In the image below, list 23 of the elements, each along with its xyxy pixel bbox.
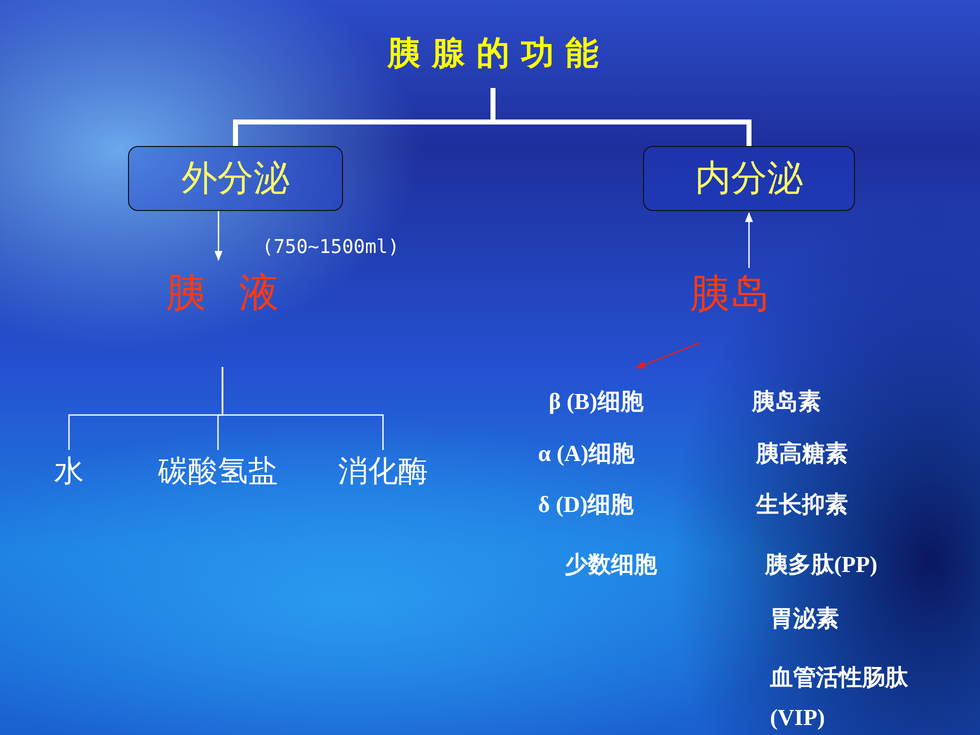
text-label: 少数细胞 bbox=[565, 551, 657, 579]
text-label: α (A)细胞 bbox=[538, 440, 635, 468]
text-label: 胰多肽(PP) bbox=[765, 551, 878, 579]
text-label: 血管活性肠肽 (VIP) bbox=[770, 664, 909, 732]
component-label: 碳酸氢盐 bbox=[148, 450, 288, 492]
arrow bbox=[214, 211, 222, 261]
result-label: 胰岛 bbox=[680, 268, 780, 318]
arrow bbox=[745, 212, 753, 268]
arrow bbox=[635, 342, 700, 369]
edge-label: (750~1500ml) bbox=[262, 236, 400, 258]
component-label: 消化酶 bbox=[328, 450, 438, 492]
text-label: 胰岛素 bbox=[752, 388, 821, 416]
connector-line bbox=[222, 367, 384, 450]
process-box: 外分泌 bbox=[128, 146, 343, 211]
text-label: 胃泌素 bbox=[770, 605, 839, 633]
text-label: 胰高糖素 bbox=[756, 440, 848, 468]
title: 胰 腺 的 功 能 bbox=[318, 18, 668, 88]
component-label: 水 bbox=[41, 450, 97, 492]
cell-label: β (B)细胞 bbox=[534, 384, 658, 418]
result-label: 胰 液 bbox=[150, 262, 295, 322]
process-box: 内分泌 bbox=[643, 146, 855, 211]
text-label: δ (D)细胞 bbox=[538, 491, 634, 519]
text-label: 生长抑素 bbox=[756, 491, 848, 519]
